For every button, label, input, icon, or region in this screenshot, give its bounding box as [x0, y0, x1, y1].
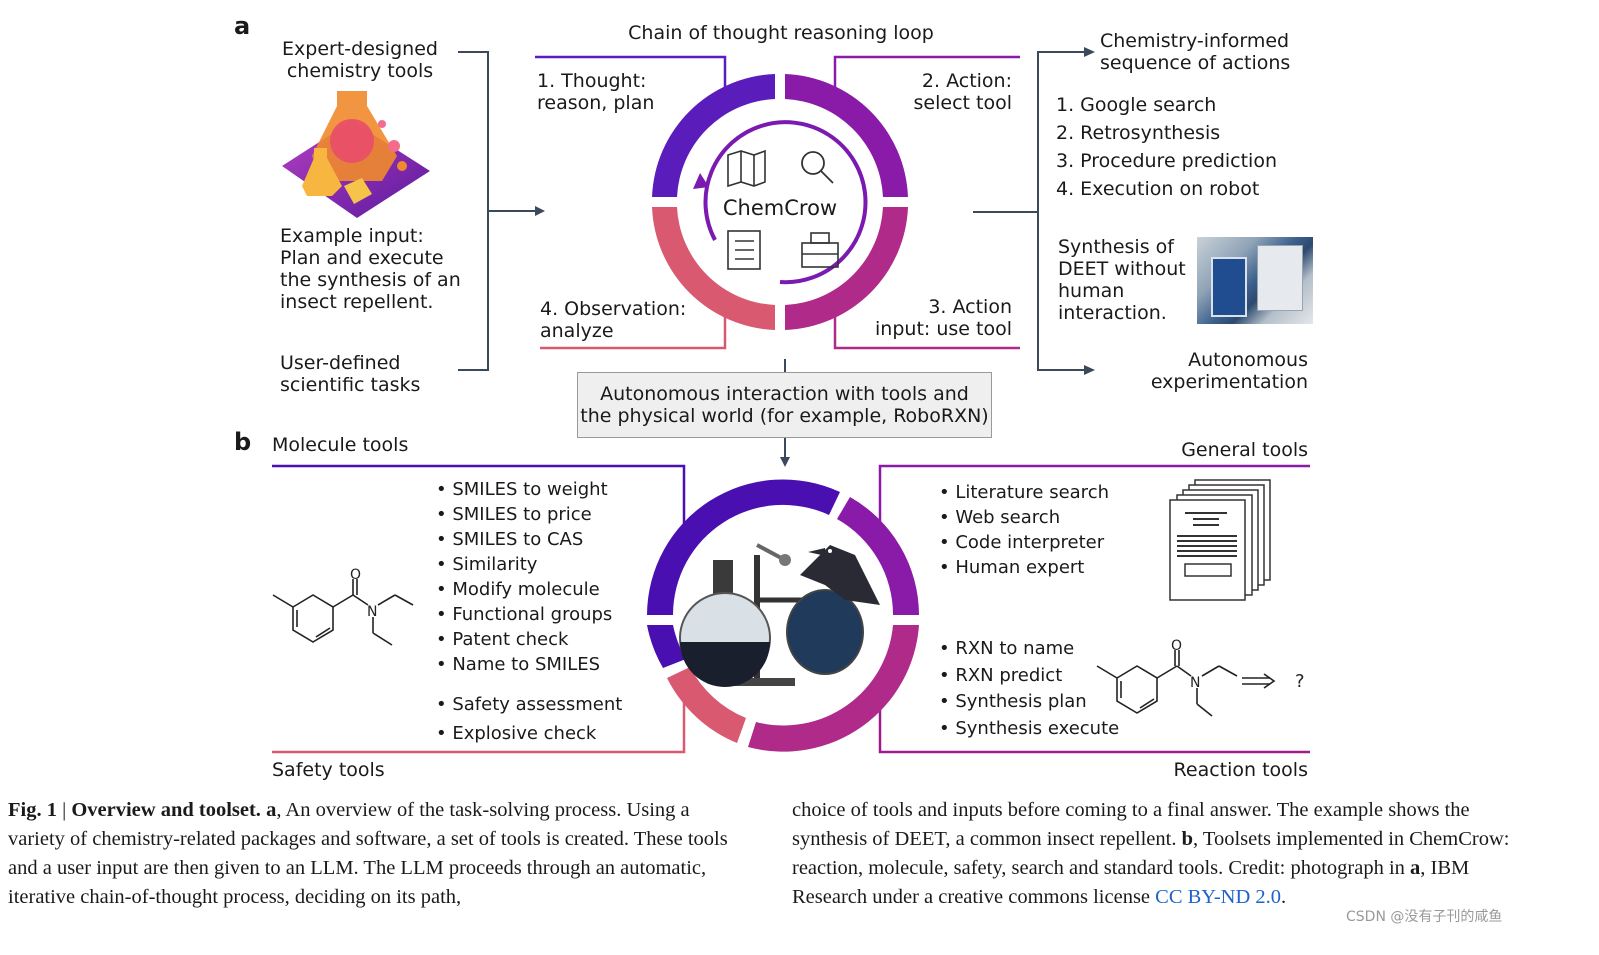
molecule-tool-item: • Patent check — [436, 629, 569, 650]
chemistry-tools-illustration — [282, 91, 430, 218]
sequence-item: 4. Execution on robot — [1056, 178, 1260, 200]
sequence-item: 2. Retrosynthesis — [1056, 122, 1221, 144]
ring-general — [837, 497, 919, 615]
molecule-tool-item: • Functional groups — [436, 604, 613, 625]
deet-text: Synthesis of DEET without human interact… — [1058, 236, 1186, 324]
molecule-tool-item: • SMILES to price — [436, 504, 592, 525]
reaction-tool-item: • RXN to name — [939, 638, 1075, 659]
caption-left: Fig. 1 | Overview and toolset. a, An ove… — [8, 799, 728, 908]
sequence-title: Chemistry-informed sequence of actions — [1100, 30, 1291, 74]
safety-tool-item: • Explosive check — [436, 723, 597, 744]
oxygen-atom-left: O — [350, 567, 361, 583]
molecule-tool-item: • Similarity — [436, 554, 538, 575]
ring-molecule — [647, 479, 840, 615]
magnifier-icon — [801, 151, 834, 184]
safety-tool-item: • Safety assessment — [436, 694, 623, 715]
safety-tools-title: Safety tools — [272, 759, 385, 781]
toolset-frame — [272, 464, 1310, 754]
robot-lab-photo — [1197, 237, 1313, 324]
watermark: CSDN @没有子刊的咸鱼 — [1346, 909, 1503, 925]
sequence-item: 3. Procedure prediction — [1056, 150, 1277, 172]
sequence-item: 1. Google search — [1056, 94, 1217, 116]
checklist-icon — [727, 230, 761, 270]
robot-enclosure — [1211, 257, 1247, 317]
nitrogen-atom-left: N — [367, 604, 377, 620]
molecule-tools-list: • SMILES to weight • SMILES to price • S… — [436, 477, 612, 677]
autonomous-label: Autonomous experimentation — [1150, 349, 1308, 393]
thought-label: 1. Thought: reason, plan — [537, 70, 655, 114]
sequence-list: 1. Google search 2. Retrosynthesis 3. Pr… — [1056, 91, 1277, 203]
question-mark: ? — [1295, 671, 1305, 692]
down-connector — [780, 359, 790, 467]
reaction-tools-list: • RXN to name • RXN predict • Synthesis … — [939, 636, 1119, 742]
crow-flask-illustration — [679, 543, 880, 687]
ring-reaction — [748, 625, 919, 752]
license-link[interactable]: CC BY-ND 2.0 — [1155, 886, 1282, 908]
action-label: 2. Action: select tool — [913, 70, 1012, 114]
reaction-tool-item: • Synthesis plan — [939, 691, 1087, 712]
panel-b-label: b — [234, 428, 252, 456]
ring-observation — [652, 207, 775, 330]
map-icon — [727, 149, 766, 188]
molecule-tool-item: • Modify molecule — [436, 579, 600, 600]
ring-safety — [667, 667, 746, 743]
example-input-text: Example input: Plan and execute the synt… — [280, 225, 461, 313]
output-bracket — [973, 47, 1095, 375]
caption-fig-label: Fig. 1 — [8, 799, 57, 821]
ring-action — [785, 74, 908, 197]
oxygen-atom-right: O — [1171, 638, 1182, 654]
general-tool-item: • Web search — [939, 507, 1061, 528]
ring-thought — [652, 74, 775, 197]
molecule-tools-title: Molecule tools — [272, 434, 409, 456]
user-tasks-label: User-defined scientific tasks — [280, 352, 421, 396]
general-tools-title: General tools — [1181, 439, 1308, 461]
lab-cabinet — [1257, 245, 1303, 311]
input-bracket — [458, 51, 545, 371]
molecule-tool-item: • Name to SMILES — [436, 654, 601, 675]
caption-right: choice of tools and inputs before coming… — [792, 799, 1510, 908]
caption-title: Overview and toolset. — [71, 799, 261, 821]
general-tool-item: • Literature search — [939, 482, 1109, 503]
expert-tools-label: Expert-designed chemistry tools — [282, 38, 438, 82]
chemcrow-center-label: ChemCrow — [722, 196, 838, 220]
interaction-box: Autonomous interaction with tools and th… — [577, 372, 992, 438]
document-stack-icon — [1169, 479, 1271, 601]
reaction-tools-title: Reaction tools — [1173, 759, 1308, 781]
observation-label: 4. Observation: analyze — [540, 298, 687, 342]
reaction-tool-item: • RXN predict — [939, 664, 1063, 686]
deet-molecule-left: O N — [272, 567, 414, 646]
ring-molecule-lower — [647, 625, 686, 668]
nitrogen-atom-right: N — [1190, 675, 1200, 691]
ring-action-input — [785, 207, 908, 330]
general-tools-list: • Literature search • Web search • Code … — [939, 480, 1109, 580]
reasoning-loop — [535, 55, 1020, 350]
reaction-tool-item: • Synthesis execute — [939, 717, 1120, 739]
action-input-label: 3. Action input: use tool — [875, 296, 1012, 340]
molecule-tool-item: • SMILES to CAS — [436, 529, 584, 550]
loop-title: Chain of thought reasoning loop — [628, 22, 934, 44]
general-tool-item: • Code interpreter — [939, 532, 1105, 553]
general-tool-item: • Human expert — [939, 557, 1085, 578]
deet-molecule-right: O N ? — [1096, 638, 1305, 717]
toolbox-icon — [801, 232, 839, 268]
safety-tools-list: • Safety assessment • Explosive check — [436, 690, 622, 748]
molecule-tool-item: • SMILES to weight — [436, 479, 608, 500]
caption-left-text: , An overview of the task-solving proces… — [8, 799, 728, 908]
panel-a-label: a — [234, 12, 251, 40]
